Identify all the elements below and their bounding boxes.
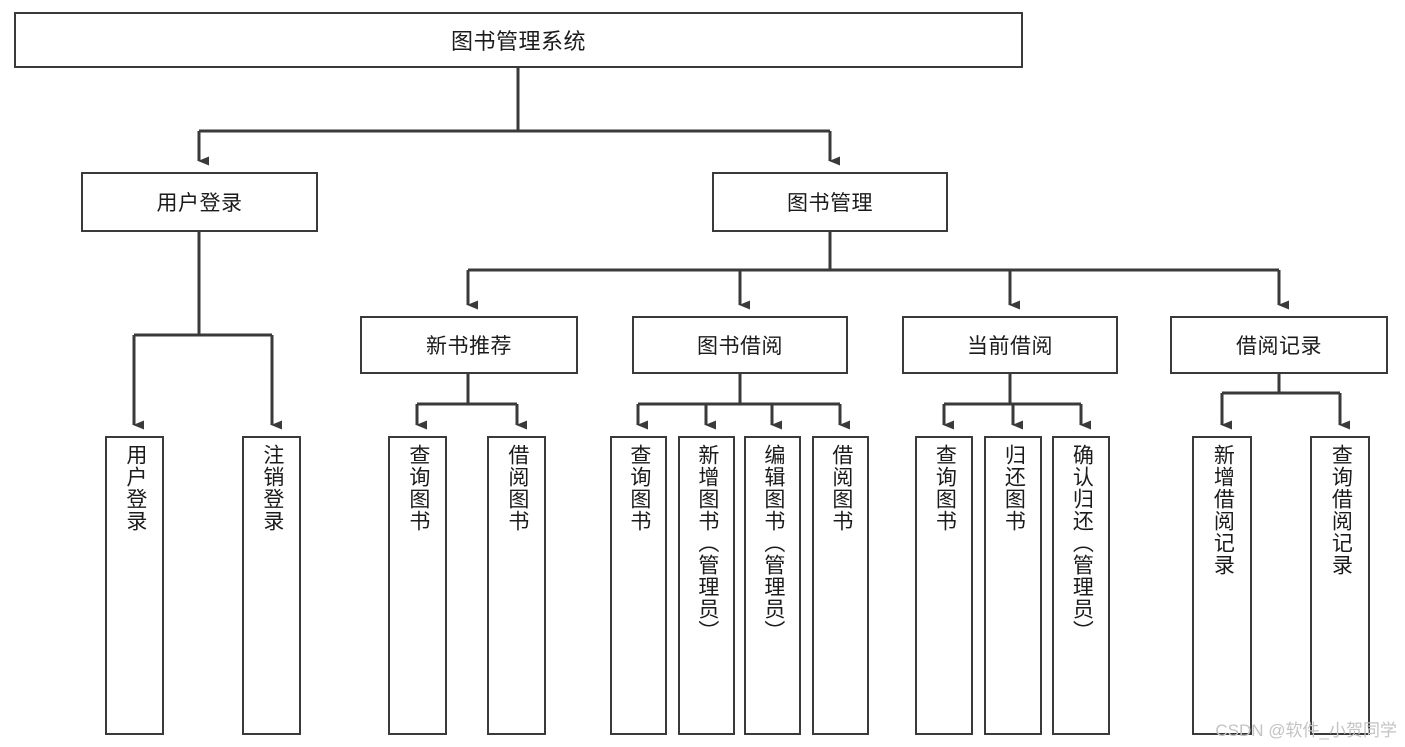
node-borrow-record-label: 借阅记录: [1236, 335, 1322, 358]
leaf-label: 编辑图书（管理员）: [761, 444, 785, 642]
leaf-label: 查询图书: [933, 444, 957, 532]
leaf-label: 注销登录: [260, 444, 284, 532]
leaf-borrow-book[interactable]: 借阅图书: [812, 436, 869, 735]
leaf-confirm-return-admin[interactable]: 确认归还（管理员）: [1052, 436, 1110, 735]
leaf-borrow-book-recommend[interactable]: 借阅图书: [487, 436, 546, 735]
leaf-label: 查询借阅记录: [1329, 444, 1353, 576]
node-book-management-label: 图书管理: [787, 192, 873, 215]
node-root[interactable]: 图书管理系统: [14, 12, 1023, 68]
leaf-edit-book-admin[interactable]: 编辑图书（管理员）: [744, 436, 801, 735]
leaf-query-borrow-record[interactable]: 查询借阅记录: [1310, 436, 1370, 735]
leaf-label: 借阅图书: [505, 444, 529, 532]
leaf-label: 确认归还（管理员）: [1070, 444, 1094, 642]
node-new-book-recommend-label: 新书推荐: [426, 335, 512, 358]
node-current-borrow[interactable]: 当前借阅: [902, 316, 1118, 374]
node-user-login[interactable]: 用户登录: [81, 172, 318, 232]
leaf-add-borrow-record[interactable]: 新增借阅记录: [1192, 436, 1252, 735]
node-new-book-recommend[interactable]: 新书推荐: [360, 316, 578, 374]
leaf-query-book-current[interactable]: 查询图书: [915, 436, 973, 735]
leaf-label: 新增借阅记录: [1211, 444, 1235, 576]
leaf-add-book-admin[interactable]: 新增图书（管理员）: [678, 436, 735, 735]
leaf-query-book-borrow[interactable]: 查询图书: [610, 436, 667, 735]
node-user-login-label: 用户登录: [156, 192, 243, 215]
leaf-label: 查询图书: [627, 444, 651, 532]
node-book-borrow-label: 图书借阅: [697, 335, 783, 358]
leaf-label: 借阅图书: [829, 444, 853, 532]
leaf-user-login[interactable]: 用户登录: [105, 436, 164, 735]
leaf-label: 用户登录: [123, 444, 147, 532]
leaf-label: 查询图书: [406, 444, 430, 532]
node-current-borrow-label: 当前借阅: [967, 335, 1053, 358]
node-borrow-record[interactable]: 借阅记录: [1170, 316, 1388, 374]
leaf-logout[interactable]: 注销登录: [242, 436, 301, 735]
node-book-management[interactable]: 图书管理: [712, 172, 948, 232]
csdn-watermark: CSDN @软件_小贺同学: [1215, 721, 1397, 740]
node-root-label: 图书管理系统: [450, 29, 586, 54]
leaf-return-book[interactable]: 归还图书: [984, 436, 1042, 735]
leaf-label: 归还图书: [1002, 444, 1026, 532]
leaf-label: 新增图书（管理员）: [695, 444, 719, 642]
node-book-borrow[interactable]: 图书借阅: [632, 316, 848, 374]
leaf-query-book-recommend[interactable]: 查询图书: [388, 436, 447, 735]
